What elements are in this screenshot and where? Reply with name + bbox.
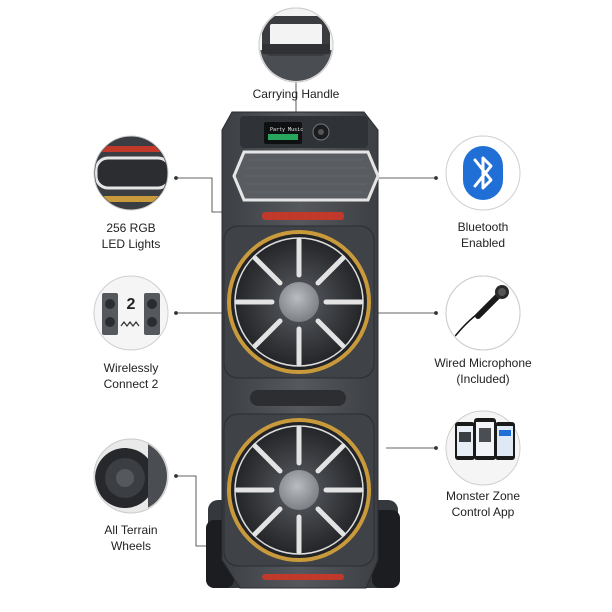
lower-woofer-cap — [279, 470, 319, 510]
microphone-icon — [445, 275, 521, 351]
svg-text:Party Music: Party Music — [270, 127, 303, 133]
lcd-display — [264, 122, 302, 144]
label-carrying-handle: Carrying Handle — [252, 87, 340, 101]
led-closeup-icon — [93, 135, 169, 211]
label-control-app: Monster Zone Control App — [445, 489, 521, 519]
top-panel — [240, 116, 368, 148]
bluetooth-icon — [445, 135, 521, 211]
speaker-body: Party Music — [206, 111, 400, 589]
two-speakers-icon — [93, 275, 169, 351]
right-wheel — [372, 510, 400, 588]
upper-woofer-cap — [279, 282, 319, 322]
label-bluetooth-enabled: Bluetooth Enabled — [457, 220, 509, 250]
label-all-terrain-wheels: All Terrain Wheels — [104, 523, 158, 553]
connector-lines — [174, 81, 438, 547]
label-wirelessly-connect: Wirelessly Connect 2 — [103, 361, 159, 391]
label-led-lights: 256 RGB LED Lights — [101, 221, 161, 251]
handle-closeup-icon — [258, 7, 334, 83]
label-wired-microphone: Wired Microphone (Included) — [434, 356, 532, 386]
wheel-closeup-icon — [93, 438, 169, 514]
wireless-count-text: 2 — [126, 296, 136, 313]
phones-app-icon — [445, 410, 521, 486]
